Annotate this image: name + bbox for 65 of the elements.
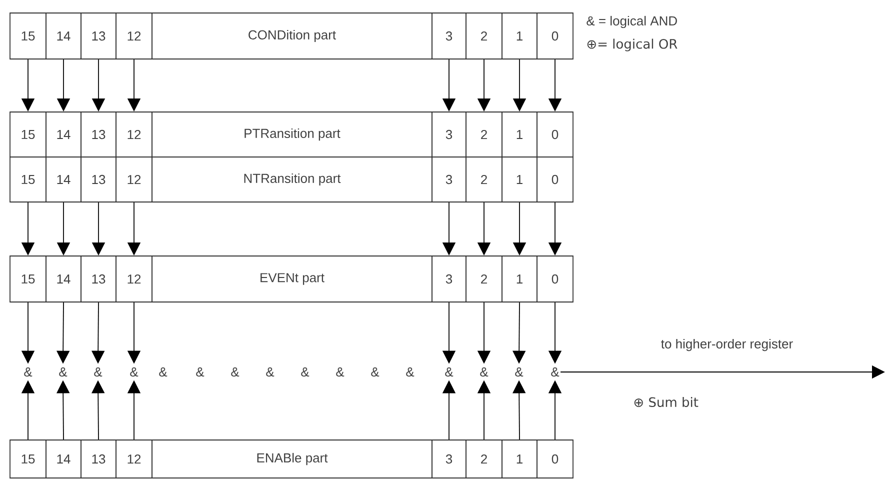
and-symbol: & <box>480 367 488 377</box>
legend-text: ⊕= logical OR <box>587 38 678 52</box>
bit-cell: 1 <box>502 440 538 478</box>
bit-cell: 3 <box>432 256 466 302</box>
bit-cell: 14 <box>46 256 82 302</box>
bit-cell: 0 <box>536 440 574 478</box>
and-symbol: & <box>371 367 380 377</box>
bit-cell: 0 <box>536 12 574 60</box>
bit-cell: 12 <box>116 156 152 202</box>
and-symbol: & <box>336 367 344 377</box>
bit-cell: 0 <box>536 256 574 302</box>
bit-cell: 2 <box>466 156 502 202</box>
and-symbol: & <box>196 367 204 377</box>
bit-cell: 12 <box>116 112 152 158</box>
and-symbol: & <box>551 367 560 377</box>
bit-cell: 13 <box>80 256 116 302</box>
and-symbol: & <box>445 367 454 377</box>
bit-cell: 2 <box>466 256 502 302</box>
bit-cell: 0 <box>536 156 574 202</box>
bit-cell: 1 <box>502 112 538 158</box>
edge-label: to higher-order register <box>660 338 794 352</box>
bit-cell: 3 <box>432 112 466 158</box>
bit-cell: 15 <box>10 156 46 202</box>
bit-cell: 3 <box>432 156 466 202</box>
and-symbol: & <box>231 367 240 377</box>
bit-cell: 3 <box>432 12 466 60</box>
and-symbol: & <box>301 367 310 377</box>
bit-cell: 14 <box>46 112 82 158</box>
register-name-cell: PTRansition part <box>152 112 432 158</box>
bit-cell: 12 <box>116 12 152 60</box>
bit-cell: 2 <box>466 440 502 478</box>
bit-cell: 14 <box>46 12 82 60</box>
bit-cell: 13 <box>80 156 116 202</box>
and-symbol: & <box>24 367 32 377</box>
bit-cell: 1 <box>502 12 538 60</box>
and-symbol: & <box>266 367 274 377</box>
and-symbol: & <box>159 367 168 377</box>
bit-cell: 13 <box>80 12 116 60</box>
bit-cell: 0 <box>536 112 574 158</box>
and-symbol: & <box>130 367 138 377</box>
sum-bit-label: ⊕ Sum bit <box>634 396 698 408</box>
legend-text: & = logical AND <box>586 16 677 28</box>
bit-cell: 15 <box>10 440 46 478</box>
bit-cell: 2 <box>466 12 502 60</box>
bit-cell: 3 <box>432 440 466 478</box>
and-symbol: & <box>59 367 68 377</box>
register-name-cell: CONDition part <box>152 12 432 60</box>
bit-cell: 12 <box>116 440 152 478</box>
bit-cell: 1 <box>502 256 538 302</box>
bit-cell: 14 <box>46 156 82 202</box>
bit-cell: 1 <box>502 156 538 202</box>
and-symbol: & <box>406 367 414 377</box>
register-name-cell: EVENt part <box>152 256 432 302</box>
and-symbol: & <box>515 367 524 377</box>
register-name-cell: ENABle part <box>152 440 432 478</box>
bit-cell: 14 <box>46 440 82 478</box>
bit-cell: 2 <box>466 112 502 158</box>
bit-cell: 15 <box>10 256 46 302</box>
and-symbol: & <box>94 367 102 377</box>
bit-cell: 13 <box>80 112 116 158</box>
bit-cell: 15 <box>10 112 46 158</box>
register-name-cell: NTRansition part <box>152 156 432 202</box>
bit-cell: 13 <box>80 440 116 478</box>
bit-cell: 15 <box>10 12 46 60</box>
bit-cell: 12 <box>116 256 152 302</box>
